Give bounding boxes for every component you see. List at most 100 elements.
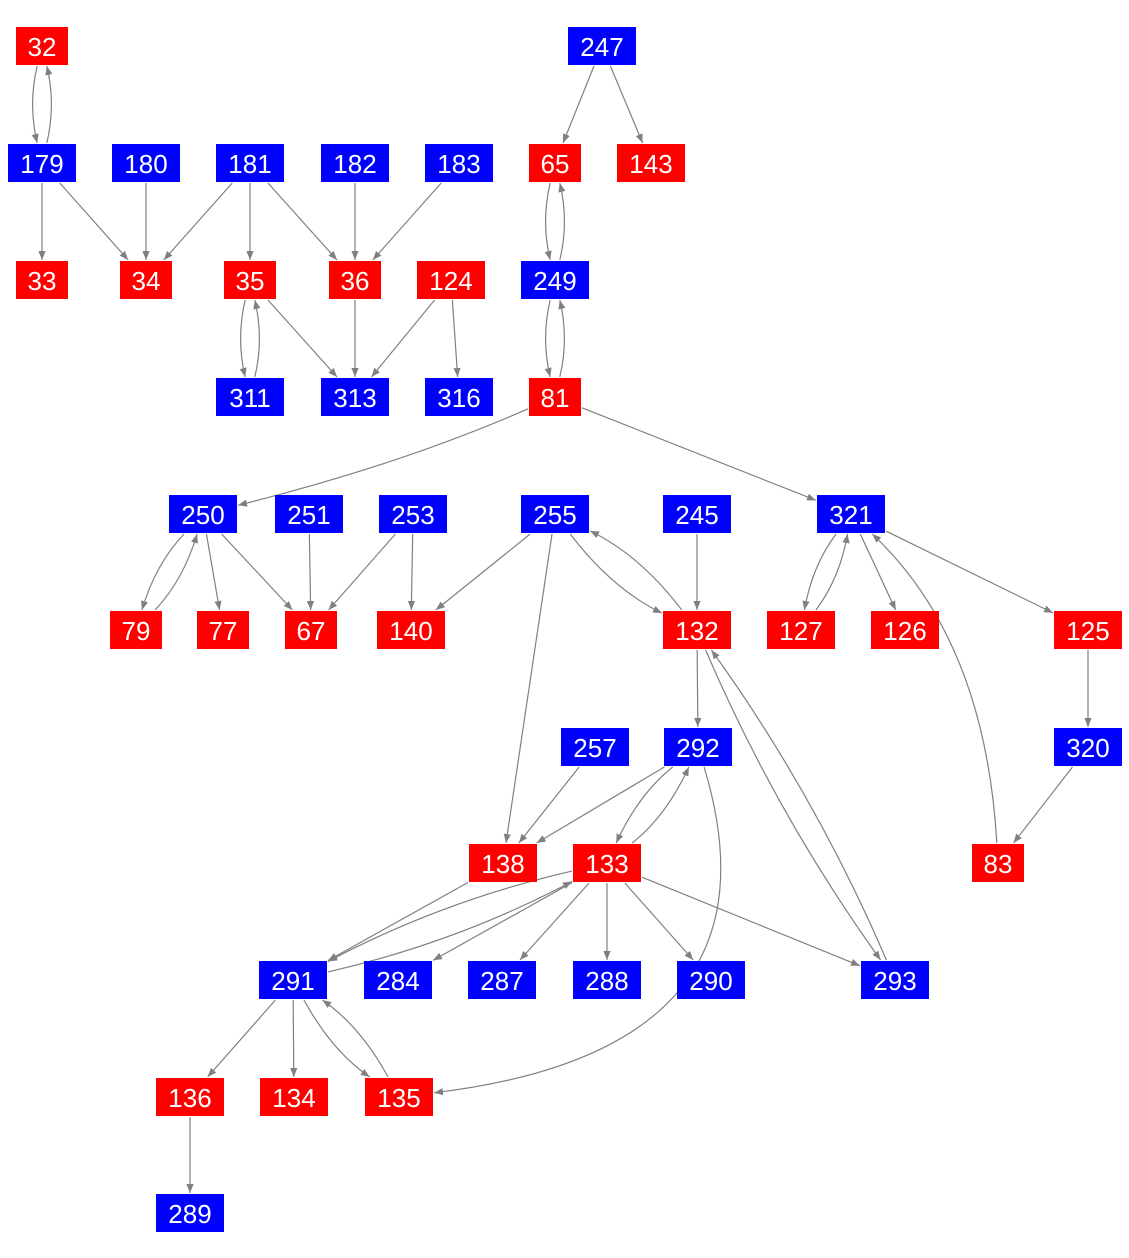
node-box [110,611,162,649]
edge-255-to-138 [503,533,553,844]
node-33: 33 [16,261,68,299]
node-label: 287 [480,966,523,996]
edge-253-to-140 [407,533,416,611]
node-245: 245 [663,495,731,533]
node-box [275,495,343,533]
edge-247-to-65 [562,65,595,144]
node-label: 291 [271,966,314,996]
node-label: 289 [168,1199,211,1229]
node-label: 284 [376,966,419,996]
node-label: 133 [585,849,628,879]
node-box [321,144,389,182]
node-box [972,844,1024,882]
edge-253-to-67 [328,533,396,611]
node-label: 136 [168,1083,211,1113]
edge-321-to-127 [802,533,837,611]
node-label: 311 [229,383,270,413]
edge-249-to-81 [544,299,552,378]
node-box [1054,728,1122,766]
node-label: 77 [209,616,238,646]
edge-133-to-284 [432,882,573,961]
node-label: 36 [341,266,370,296]
edge-81-to-250 [237,408,529,507]
node-box [224,261,276,299]
node-label: 320 [1066,733,1109,763]
node-box [425,378,493,416]
node-180: 180 [112,144,180,182]
node-292: 292 [664,728,732,766]
edge-257-to-138 [518,766,580,844]
node-box [573,844,641,882]
edge-81-to-321 [581,407,817,501]
node-box [568,27,636,65]
node-247: 247 [568,27,636,65]
node-box [529,144,581,182]
node-83: 83 [972,844,1024,882]
node-label: 143 [629,149,672,179]
node-134: 134 [260,1078,328,1116]
node-box [767,611,835,649]
node-287: 287 [468,961,536,999]
edge-83-to-321 [871,533,998,844]
edge-181-to-34 [163,182,233,261]
node-251: 251 [275,495,343,533]
node-35: 35 [224,261,276,299]
node-316: 316 [425,378,493,416]
node-box [425,144,493,182]
edge-292-to-135 [433,766,722,1096]
node-box [365,1078,433,1116]
node-138: 138 [469,844,537,882]
node-79: 79 [110,611,162,649]
node-label: 290 [689,966,732,996]
edge-132-to-292 [694,649,702,728]
node-179: 179 [8,144,76,182]
node-label: 255 [533,500,576,530]
node-box [156,1078,224,1116]
edge-250-to-67 [221,533,293,611]
node-box [321,378,389,416]
node-box [417,261,485,299]
edge-291-to-135 [303,999,371,1078]
node-293: 293 [861,961,929,999]
edge-255-to-140 [435,533,531,611]
node-box [120,261,172,299]
node-box [8,144,76,182]
edge-291-to-136 [207,999,276,1078]
node-box [663,495,731,533]
node-box [169,495,237,533]
edge-250-to-77 [205,533,222,611]
edge-133-to-290 [624,882,694,961]
node-181: 181 [216,144,284,182]
node-box [573,961,641,999]
edge-321-to-126 [859,533,897,611]
edge-179-to-34 [59,182,129,261]
edge-247-to-143 [609,65,644,144]
node-34: 34 [120,261,172,299]
node-311: 311 [216,378,284,416]
edge-132-to-293 [705,649,882,961]
node-182: 182 [321,144,389,182]
node-label: 32 [28,32,57,62]
node-290: 290 [677,961,745,999]
node-box [259,961,327,999]
node-label: 321 [829,500,872,530]
node-box [468,961,536,999]
edge-35-to-311 [239,299,247,378]
node-136: 136 [156,1078,224,1116]
node-320: 320 [1054,728,1122,766]
node-label: 124 [429,266,472,296]
node-81: 81 [529,378,581,416]
node-label: 79 [122,616,151,646]
edge-133-to-292 [631,766,690,844]
node-label: 180 [124,149,167,179]
node-label: 135 [377,1083,420,1113]
edge-249-to-65 [558,182,566,261]
node-255: 255 [521,495,589,533]
node-77: 77 [197,611,249,649]
edge-292-to-138 [536,766,665,844]
node-box [663,611,731,649]
edge-32-to-179 [31,65,39,144]
node-label: 134 [272,1083,315,1113]
node-label: 245 [675,500,718,530]
node-284: 284 [364,961,432,999]
